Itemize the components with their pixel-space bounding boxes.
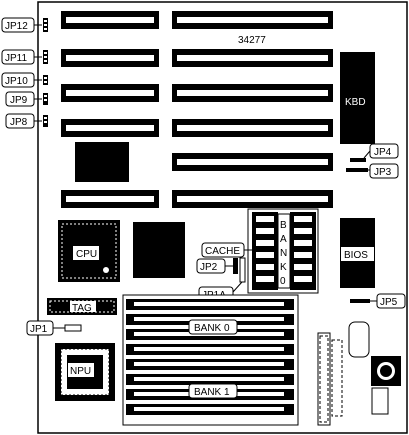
svg-text:JP2: JP2 — [200, 262, 218, 273]
bios-chip: BIOS — [340, 218, 375, 288]
bank0-label: BANK 0 — [188, 319, 238, 335]
keyboard-connector — [371, 356, 401, 415]
jumper-jp1: JP1 — [26, 320, 82, 336]
chipset-chip — [133, 222, 185, 278]
kbd-chip: KBD — [340, 52, 375, 144]
jumper-jp3: JP3 — [346, 163, 399, 179]
jumper-jp8: JP8 — [5, 113, 48, 129]
battery — [348, 321, 370, 358]
svg-text:JP1: JP1 — [30, 324, 48, 335]
svg-text:CACHE: CACHE — [205, 246, 240, 257]
svg-text:JP8: JP8 — [10, 117, 28, 128]
svg-text:TAG: TAG — [72, 303, 92, 314]
cache-sram-block: B A N K 0 — [247, 208, 319, 294]
jumper-jp9: JP9 — [5, 91, 48, 107]
cpu-chip: CPU — [58, 220, 120, 282]
bank0-vertical-n: N — [280, 248, 287, 259]
jumper-jp10: JP10 — [1, 72, 48, 88]
bank0-vertical-k: K — [280, 262, 287, 273]
svg-text:JP3: JP3 — [374, 167, 392, 178]
svg-text:JP5: JP5 — [380, 297, 398, 308]
svg-text:KBD: KBD — [345, 97, 366, 108]
svg-text:BIOS: BIOS — [344, 250, 368, 261]
svg-text:JP9: JP9 — [10, 95, 28, 106]
board-number: 34277 — [238, 35, 266, 46]
bank0-vertical-b: B — [280, 220, 287, 231]
jumper-jp12: JP12 — [1, 17, 48, 33]
svg-text:CPU: CPU — [76, 249, 97, 260]
npu-socket: NPU — [55, 343, 115, 401]
bank1-label: BANK 1 — [188, 383, 238, 399]
svg-text:NPU: NPU — [70, 366, 91, 377]
bank0-vertical-0: 0 — [280, 276, 286, 287]
simm-sockets — [122, 294, 299, 426]
jumper-jp5: JP5 — [350, 293, 406, 309]
expansion-slots-right — [172, 11, 333, 208]
svg-text:JP10: JP10 — [5, 76, 28, 87]
svg-text:BANK 1: BANK 1 — [194, 387, 230, 398]
cache-label: CACHE — [201, 242, 252, 258]
svg-text:JP4: JP4 — [374, 147, 392, 158]
svg-text:JP12: JP12 — [5, 21, 28, 32]
jumper-jp11: JP11 — [1, 49, 48, 65]
chip-small — [75, 142, 129, 182]
svg-text:JP11: JP11 — [5, 53, 27, 64]
bank0-vertical-a: A — [280, 234, 287, 245]
expansion-slots-left — [61, 11, 159, 208]
tag-chip: TAG — [47, 298, 117, 315]
jumper-jp2: JP2 — [196, 257, 246, 283]
power-connector — [317, 332, 343, 426]
svg-text:BANK 0: BANK 0 — [194, 323, 230, 334]
jumper-jp4: JP4 — [350, 143, 399, 162]
